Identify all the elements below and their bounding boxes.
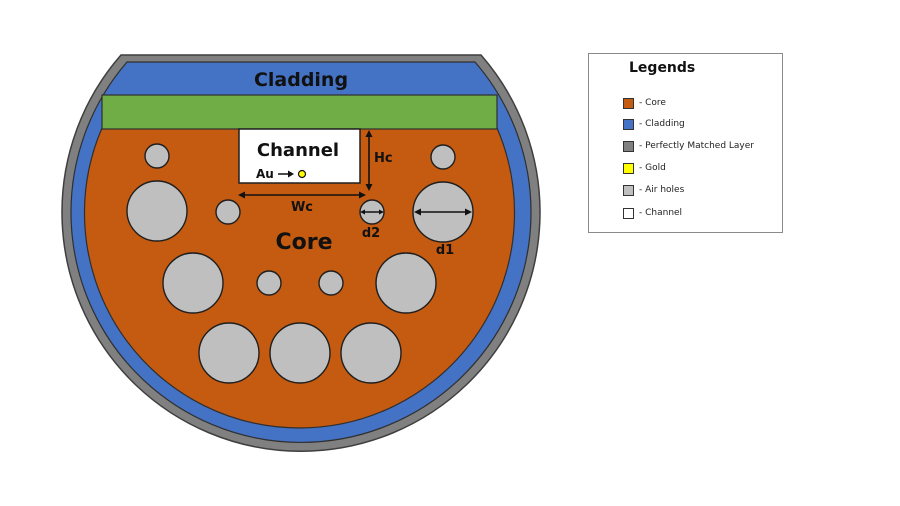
air-hole — [340, 322, 402, 384]
legend-label-channel: - Channel — [639, 208, 683, 218]
channel-label: Channel — [257, 140, 339, 161]
legend-box: Legends - Core - Cladding - Perfectly Ma… — [588, 53, 783, 233]
legend-item-core: - Core — [623, 96, 666, 110]
air-hole — [375, 252, 437, 314]
legend-label-cladding: - Cladding — [639, 119, 685, 129]
legend-label-gold: - Gold — [639, 163, 666, 173]
legend-item-air-holes: - Air holes — [623, 183, 684, 197]
air-hole — [198, 322, 260, 384]
air-holes — [126, 143, 474, 384]
air-hole — [144, 143, 170, 169]
d2-label: d2 — [362, 226, 380, 241]
legend-swatch-air-holes — [623, 184, 634, 196]
legend-swatch-gold — [623, 162, 634, 174]
legend-item-pml: - Perfectly Matched Layer — [623, 139, 754, 153]
air-hole — [126, 180, 188, 242]
legend-label-pml: - Perfectly Matched Layer — [639, 141, 754, 151]
wc-arrow-head-left — [238, 191, 245, 199]
air-hole — [318, 270, 344, 296]
legend-swatch-pml — [623, 140, 634, 152]
legend-item-channel: - Channel — [623, 206, 682, 220]
legend-swatch-channel — [623, 207, 634, 219]
wc-label: Wc — [291, 200, 313, 215]
au-arrow-head — [288, 170, 294, 178]
d1-arrow-head-left — [414, 208, 421, 216]
air-hole — [269, 322, 331, 384]
green-layer — [101, 94, 498, 130]
air-hole — [430, 144, 456, 170]
d2-arrow-head-right — [379, 209, 384, 215]
air-hole — [162, 252, 224, 314]
cladding-label: Cladding — [254, 69, 348, 91]
au-label: Au — [256, 167, 274, 181]
core-label: Core — [275, 230, 332, 255]
gold-particle — [297, 169, 307, 179]
legend-item-cladding: - Cladding — [623, 117, 685, 131]
d1-label: d1 — [436, 243, 454, 258]
legend-item-gold: - Gold — [623, 161, 666, 175]
air-hole — [215, 199, 241, 225]
air-hole — [256, 270, 282, 296]
wc-arrow-head-right — [359, 191, 366, 199]
legend-label-air-holes: - Air holes — [639, 185, 685, 195]
core-region — [83, 127, 516, 429]
legend-swatch-cladding — [623, 118, 634, 130]
hc-label: Hc — [374, 151, 393, 166]
legend-title: Legends — [629, 60, 696, 76]
d1-arrow-head-right — [465, 208, 472, 216]
hc-arrow-head-bottom — [365, 184, 373, 191]
legend-swatch-core — [623, 97, 634, 109]
d2-arrow-head-left — [360, 209, 365, 215]
legend-label-core: - Core — [639, 98, 666, 108]
hc-arrow-head-top — [365, 130, 373, 137]
